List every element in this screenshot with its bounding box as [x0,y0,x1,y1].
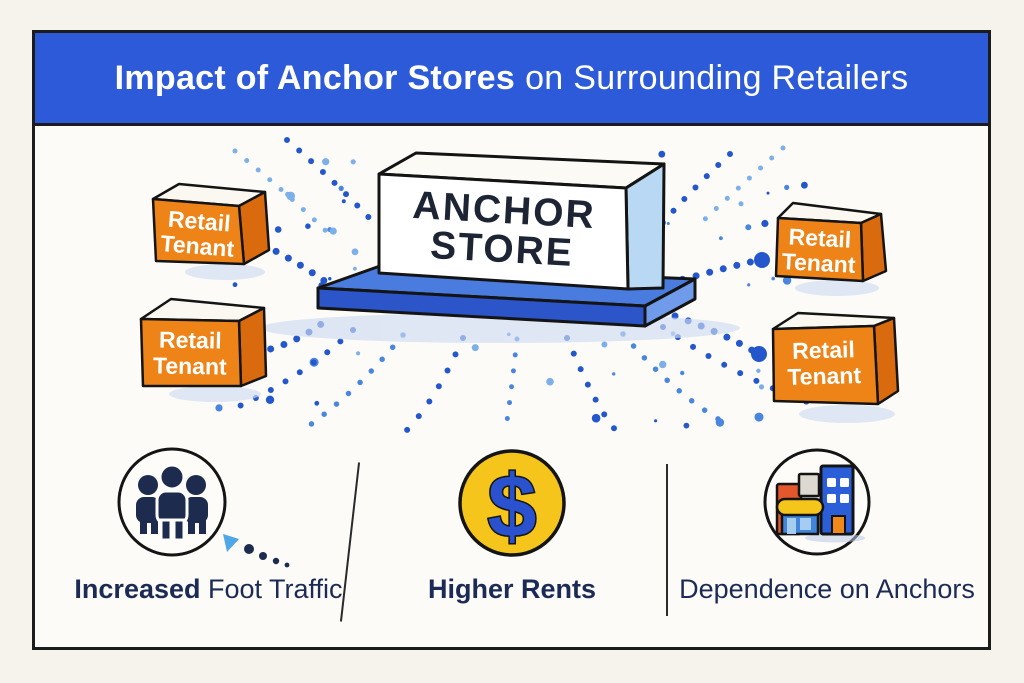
tenant-2-label-line2: Tenant [153,352,227,379]
buildings-icon [763,448,871,556]
benefit-foot-traffic: Increased Foot Traffic [35,444,358,605]
anchor-store-label-line1: ANCHOR [412,184,597,237]
dotted-fan-lower [230,324,813,437]
benefit-label-rest: Dependence on Anchors [679,574,975,604]
benefits-row: Increased Foot Traffic $ Higher Rents [35,442,988,647]
dotted-lines-upper [232,137,786,235]
divider-2 [666,464,668,616]
benefit-label-bold: Higher Rents [427,574,597,604]
people-icon [117,447,289,568]
flow-arrow-icon [222,534,289,568]
retail-tenant-box-2: Retail Tenant [139,297,268,388]
tenant-1-label-line1: Retail [167,206,231,237]
anchor-store-label-line2: STORE [429,224,575,275]
benefit-higher-rents: $ Higher Rents [358,444,666,605]
retail-tenant-box-4: Retail Tenant [771,311,900,406]
page-title-rest: on Surrounding Retailers [525,58,909,97]
tenant-4-label-line1: Retail [792,336,855,364]
benefit-label-higher-rents: Higher Rents [428,574,596,605]
tenant-3-label-line2: Tenant [781,248,856,278]
dollar-icon: $ [458,449,566,557]
connection-dot [751,346,767,362]
benefit-dependence: Dependence on Anchors [666,444,988,605]
benefit-label-rest: Foot Traffic [200,574,343,604]
tenant-1-label-line2: Tenant [160,230,236,262]
benefit-label-bold: Increased [74,574,201,604]
benefit-label-dependence: Dependence on Anchors [679,574,975,605]
page-title-bold: Impact of Anchor Stores [114,58,516,97]
connection-dot [754,252,770,268]
dollar-glyph: $ [488,457,537,556]
retail-tenant-box-1: Retail Tenant [151,182,271,266]
tenant-4-label-line2: Tenant [787,362,862,390]
anchor-diagram: ANCHOR STORE Retail Tenant Retail Tenant [139,137,900,437]
tenant-2-label-line1: Retail [159,326,222,353]
tenant-3-label-line1: Retail [788,223,852,252]
retail-tenant-box-3: Retail Tenant [774,201,888,283]
benefit-label-foot-traffic: Increased Foot Traffic [74,574,342,605]
anchor-store-box: ANCHOR STORE [377,151,666,291]
